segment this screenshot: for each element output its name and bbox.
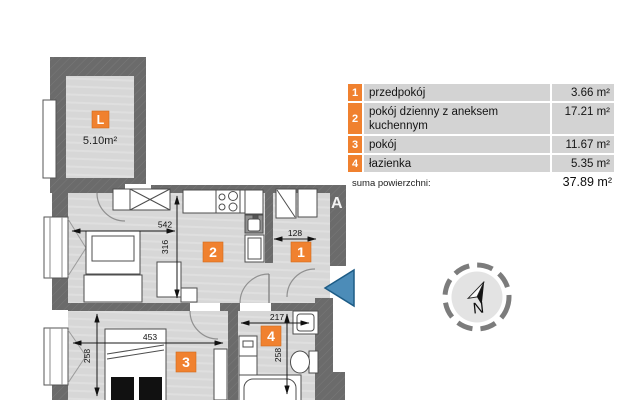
outer-wall-stub (333, 372, 345, 400)
kitchen-sink (244, 214, 264, 234)
balcony-door-swing (96, 192, 126, 222)
bath-cabinet (238, 335, 258, 380)
hall-badge (290, 241, 312, 263)
entrance-door-swing (286, 268, 316, 298)
wall-bedroom-bath (228, 311, 238, 400)
legend-table: 1 przedpokój 3.66 m² 2 pokój dzienny z a… (348, 84, 614, 189)
hob-burner (218, 193, 226, 201)
loggia-wall-top (50, 57, 146, 76)
loggia-letter: L (97, 113, 105, 127)
loggia-wall-right (134, 57, 146, 193)
bedroom-number: 3 (182, 354, 190, 370)
loggia-badge (91, 110, 110, 129)
north-arrow-icon (466, 281, 485, 305)
room-area: 5.35 m² (552, 155, 614, 172)
pillow (139, 377, 162, 400)
outer-wall-left-2 (52, 278, 68, 310)
total-label: suma powierzchni: (352, 178, 431, 189)
room-name: pokój dzienny z aneksem kuchennym (364, 103, 550, 134)
room-number-badge: 4 (348, 155, 362, 172)
bathroom-door-swing (239, 273, 270, 304)
kitchen-cabinet (244, 189, 264, 215)
legend-total-row: suma powierzchni: 37.89 m² (348, 175, 614, 189)
legend-row: 2 pokój dzienny z aneksem kuchennym 17.2… (348, 103, 614, 134)
hob-burner (228, 202, 238, 212)
living-room-badge (202, 241, 224, 263)
room-number-badge: 1 (348, 84, 362, 101)
chair (180, 287, 198, 303)
compass: N (442, 262, 512, 332)
legend-row: 4 łazienka 5.35 m² (348, 155, 614, 172)
furniture (83, 188, 319, 400)
bathroom-number: 4 (267, 328, 275, 344)
bathtub (238, 374, 302, 400)
compass-north-label: N (472, 299, 485, 317)
bathroom-door-opening (240, 303, 271, 311)
window-bedroom (43, 327, 87, 386)
windows (42, 99, 87, 386)
wardrobe-hall (275, 188, 318, 219)
room-name: przedpokój (364, 84, 550, 101)
wall-living-hall (265, 193, 273, 263)
room-name: pokój (364, 136, 550, 153)
kitchen-counter (182, 189, 246, 214)
dim-bath-width: 217 (270, 312, 284, 322)
loggia-window (42, 99, 57, 179)
dimension-labels: 542 316 128 453 258 217 258 (82, 220, 302, 364)
room-area: 3.66 m² (552, 84, 614, 101)
bedroom-door-swing (189, 310, 219, 340)
outer-wall-top (56, 185, 330, 193)
hall-number: 1 (297, 244, 305, 260)
room-area: 17.21 m² (552, 103, 614, 134)
hob-burner (228, 191, 238, 201)
total-area-value: 37.89 m² (562, 175, 612, 189)
dim-bath-depth: 258 (273, 348, 283, 362)
compass-ring (442, 262, 512, 332)
room-badges: 2 1 3 4 L 5.10m² (83, 110, 312, 373)
legend-row: 1 przedpokój 3.66 m² (348, 84, 614, 101)
outer-wall-left-3 (52, 385, 68, 400)
bedroom-badge (175, 351, 197, 373)
dim-bedroom-depth: 258 (82, 349, 92, 363)
room-area: 11.67 m² (552, 136, 614, 153)
dim-hall-width: 128 (288, 228, 302, 238)
pillow (111, 377, 134, 400)
dimension-lines (71, 195, 317, 397)
room-name: łazienka (364, 155, 550, 172)
outer-wall-left-1 (52, 185, 68, 217)
dim-bedroom-width: 453 (143, 332, 157, 342)
desk-bedroom (213, 348, 228, 400)
outer-wall-right-upper (330, 185, 346, 266)
dim-living-depth: 316 (160, 240, 170, 254)
legend-row: 3 pokój 11.67 m² (348, 136, 614, 153)
hob-burner (218, 203, 226, 211)
outer-wall-right-lower (315, 298, 333, 400)
room-number-badge: 3 (348, 136, 362, 153)
wardrobe-living (112, 188, 171, 211)
entrance-arrow-icon (323, 268, 355, 308)
room-number-badge: 2 (348, 103, 362, 134)
bedroom-door-opening (190, 303, 220, 311)
window-living (43, 216, 87, 279)
toilet (290, 350, 319, 374)
door-swings (96, 192, 316, 340)
dim-living-width: 542 (158, 220, 172, 230)
sofa-living (83, 230, 143, 303)
fridge (244, 234, 265, 263)
bathroom-badge (260, 325, 282, 347)
loggia-area: 5.10m² (83, 135, 118, 147)
watermark-letter: A (331, 195, 343, 212)
living-room-number: 2 (209, 244, 217, 260)
